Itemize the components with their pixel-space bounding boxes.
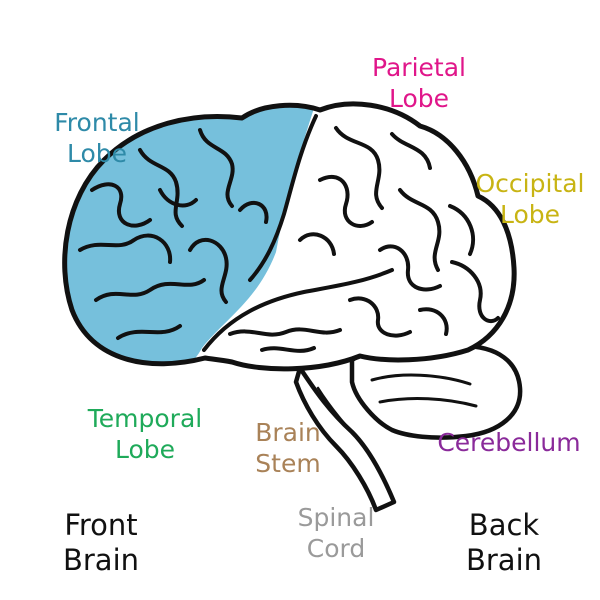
- brain-stem-shape: [293, 365, 397, 513]
- cerebellum-label: Cerebellum: [437, 428, 581, 457]
- cerebellum-fold: [370, 373, 478, 408]
- frontal-lobe-region: [64, 103, 320, 369]
- brain-folds: [78, 114, 500, 353]
- cerebrum-outline: [62, 101, 517, 372]
- brain-stem-line: [316, 386, 364, 446]
